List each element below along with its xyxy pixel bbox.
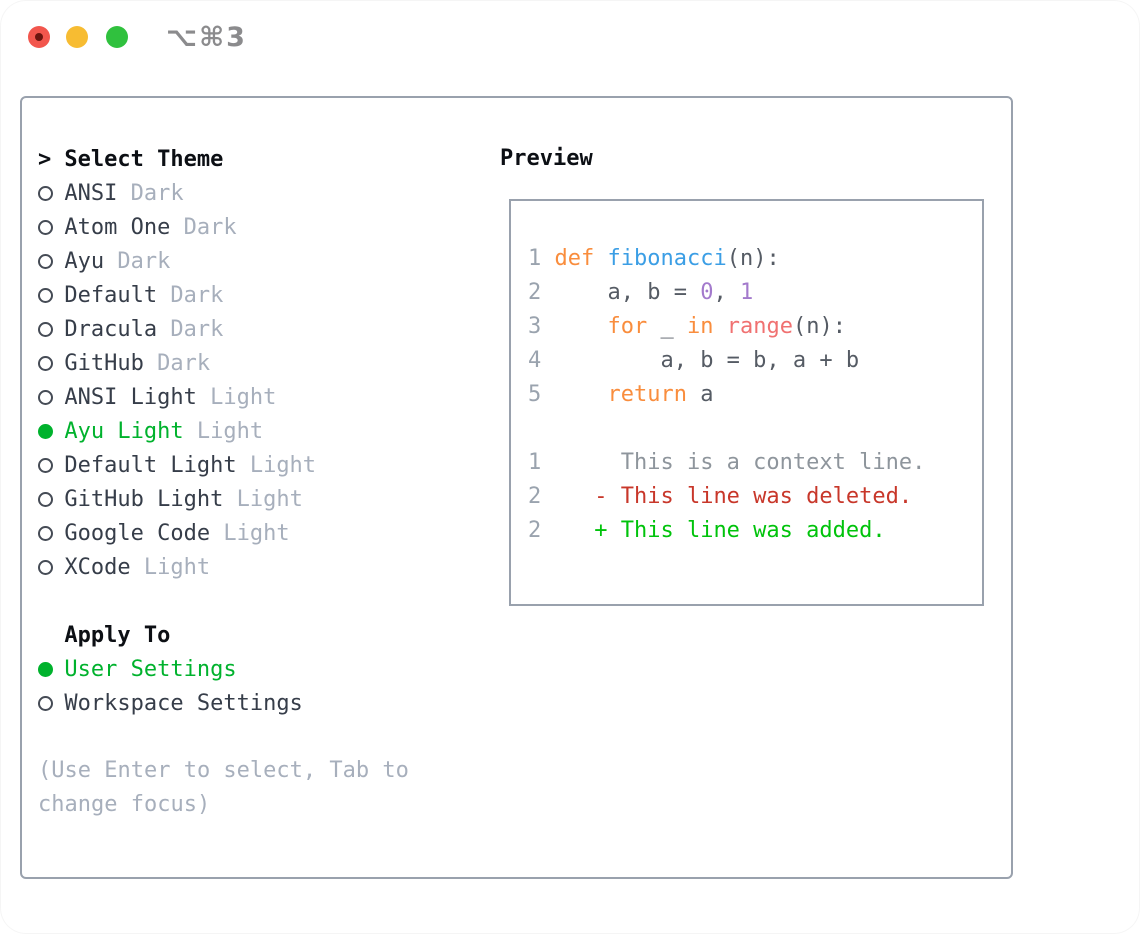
- keyboard-hint-text: (Use Enter to select, Tab to change focu…: [38, 758, 409, 817]
- radio-icon: [38, 559, 53, 575]
- radio-icon: [38, 253, 53, 269]
- code-line: 1 def fibonacci(n):: [528, 246, 780, 271]
- spacer-row: [38, 584, 409, 618]
- close-button[interactable]: [28, 26, 50, 48]
- theme-option-github[interactable]: GitHub Dark: [38, 346, 409, 380]
- preview-title: Preview: [500, 146, 593, 171]
- radio-icon: [38, 389, 53, 405]
- apply-option-workspace-settings[interactable]: Workspace Settings: [38, 686, 409, 720]
- code-line: 4 a, b = b, a + b: [528, 348, 860, 373]
- radio-icon: [38, 185, 53, 201]
- theme-variant: Light: [210, 520, 290, 546]
- theme-name: ANSI Light: [64, 384, 197, 410]
- theme-name: Default Light: [64, 452, 237, 478]
- theme-option-default-light[interactable]: Default Light Light: [38, 448, 409, 482]
- radio-selected-icon: [38, 661, 53, 677]
- radio-icon: [38, 695, 53, 711]
- theme-option-ayu-light[interactable]: Ayu Light Light: [38, 414, 409, 448]
- apply-option-label: User Settings: [64, 656, 237, 682]
- radio-icon: [38, 457, 53, 473]
- code-line: 2 - This line was deleted.: [528, 484, 913, 509]
- radio-icon: [38, 321, 53, 337]
- theme-variant: Dark: [104, 248, 171, 274]
- apply-option-label: Workspace Settings: [64, 690, 303, 716]
- radio-icon: [38, 525, 53, 541]
- theme-option-ayu[interactable]: Ayu Dark: [38, 244, 409, 278]
- code-line: 2 + This line was added.: [528, 518, 886, 543]
- prompt-caret-icon: >: [38, 146, 52, 172]
- theme-option-atom-one[interactable]: Atom One Dark: [38, 210, 409, 244]
- window-title: ⌥⌘3: [166, 22, 247, 53]
- theme-option-github-light[interactable]: GitHub Light Light: [38, 482, 409, 516]
- theme-option-dracula[interactable]: Dracula Dark: [38, 312, 409, 346]
- apply-option-user-settings[interactable]: User Settings: [38, 652, 409, 686]
- theme-name: Dracula: [64, 316, 158, 342]
- code-preview: 1 def fibonacci(n): 2 a, b = 0, 1 3 for _ …: [511, 201, 982, 548]
- theme-variant: Light: [236, 452, 317, 478]
- theme-name: XCode: [64, 554, 131, 580]
- theme-name: Google Code: [64, 520, 211, 546]
- apply-to-header-row: Apply To: [38, 618, 409, 652]
- theme-variant: Dark: [143, 350, 211, 376]
- theme-variant: Light: [196, 384, 277, 410]
- radio-selected-icon: [38, 423, 53, 439]
- theme-option-ansi-light[interactable]: ANSI Light Light: [38, 380, 409, 414]
- theme-name: GitHub: [64, 350, 144, 376]
- radio-icon: [38, 491, 53, 507]
- theme-name: Default: [64, 282, 158, 308]
- minimize-button[interactable]: [66, 26, 88, 48]
- theme-option-ansi[interactable]: ANSI Dark: [38, 176, 409, 210]
- theme-variant: Light: [223, 486, 303, 512]
- theme-variant: Dark: [170, 214, 237, 240]
- code-line: 2 a, b = 0, 1: [528, 280, 754, 305]
- theme-name: Ayu: [64, 248, 105, 274]
- theme-option-google-code[interactable]: Google Code Light: [38, 516, 409, 550]
- theme-option-default[interactable]: Default Dark: [38, 278, 409, 312]
- preview-pane: 1 def fibonacci(n): 2 a, b = 0, 1 3 for _ …: [509, 199, 984, 606]
- select-theme-header-row: > Select Theme: [38, 142, 409, 176]
- theme-variant: Dark: [157, 316, 224, 342]
- theme-name: ANSI: [64, 180, 118, 206]
- code-line: 1 This is a context line.: [528, 450, 926, 475]
- spacer-row: [38, 720, 409, 754]
- theme-name: Atom One: [64, 214, 171, 240]
- code-blank-line: [528, 412, 982, 446]
- theme-name: GitHub Light: [64, 486, 224, 512]
- theme-variant: Light: [130, 554, 211, 580]
- theme-variant: Light: [183, 418, 264, 444]
- theme-name: Ayu Light: [64, 418, 184, 444]
- theme-option-xcode[interactable]: XCode Light: [38, 550, 409, 584]
- radio-icon: [38, 287, 53, 303]
- radio-icon: [38, 355, 53, 371]
- radio-icon: [38, 219, 53, 235]
- select-theme-title: Select Theme: [64, 146, 224, 172]
- code-line: 5 return a: [528, 382, 714, 407]
- theme-variant: Dark: [117, 180, 184, 206]
- theme-variant: Dark: [157, 282, 224, 308]
- apply-to-title: Apply To: [64, 622, 171, 648]
- zoom-button[interactable]: [106, 26, 128, 48]
- code-line: 3 for _ in range(n):: [528, 314, 846, 339]
